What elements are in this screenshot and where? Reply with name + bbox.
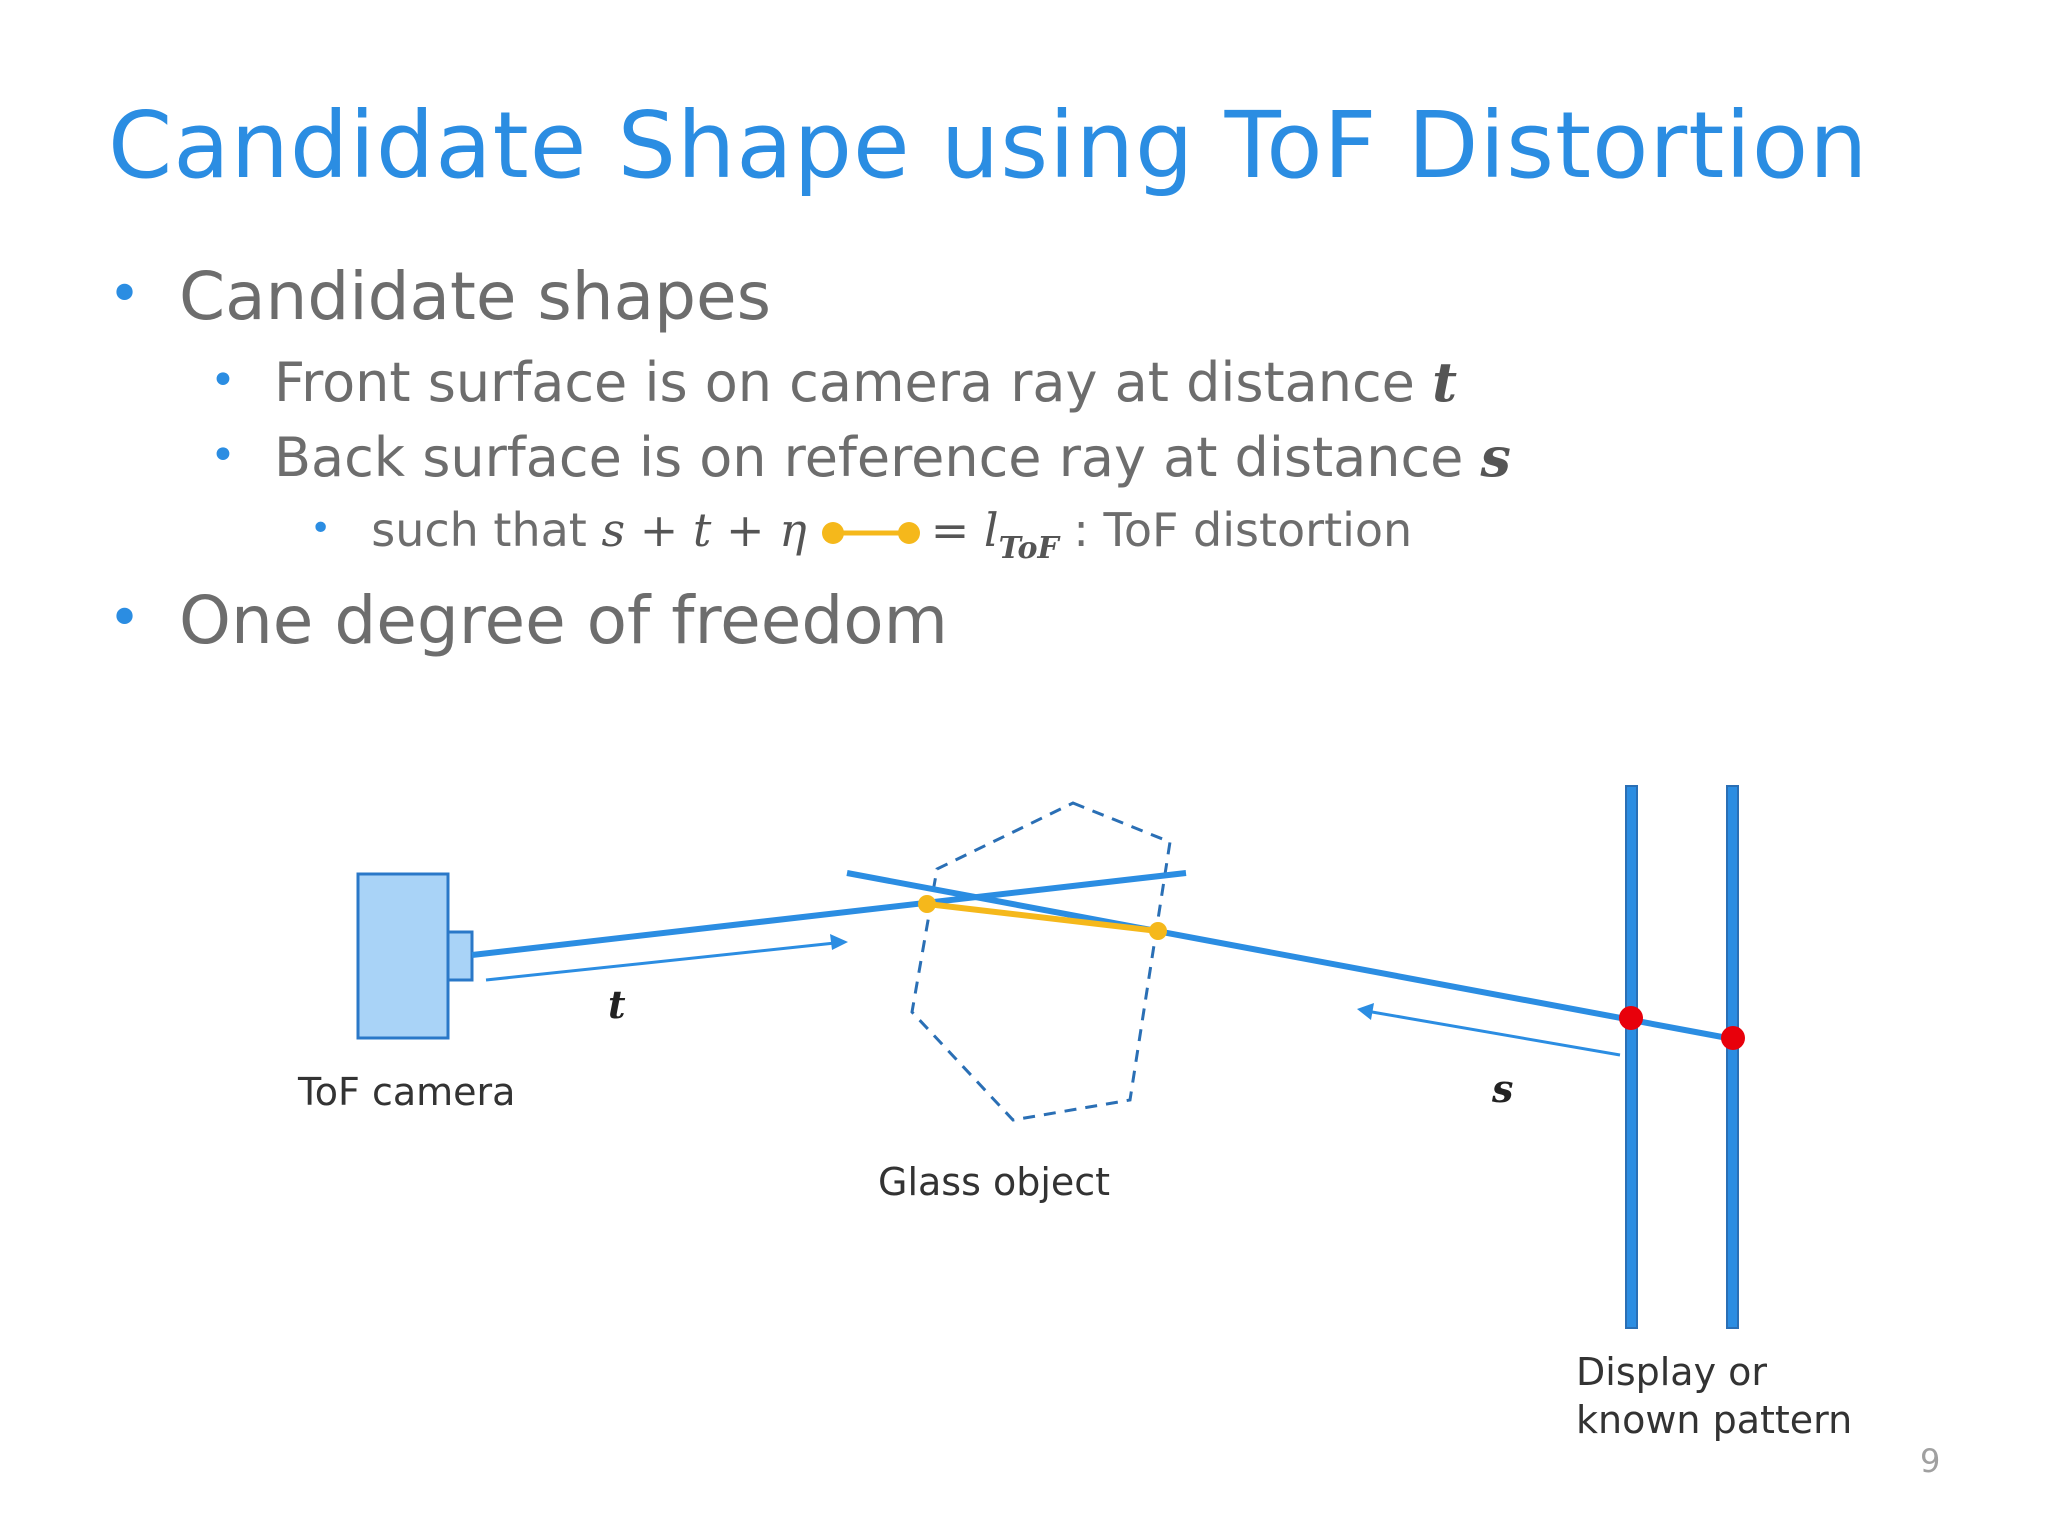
- bullet-dot: •: [108, 262, 142, 327]
- bullet-dot: •: [310, 508, 332, 549]
- bullet-dot: •: [210, 430, 236, 481]
- s-label: s: [1492, 1066, 1514, 1111]
- glass-object-outline: [910, 801, 1172, 1122]
- variable-t: t: [1432, 350, 1458, 414]
- display-plane-back: [1726, 785, 1739, 1329]
- bullet-candidate-shapes: • Candidate shapes: [108, 258, 771, 335]
- t-arrow-shaft: [485, 941, 836, 982]
- display-label-line1: Display or: [1576, 1350, 1768, 1394]
- bullet-dot: •: [108, 586, 142, 651]
- bullet-dot: •: [210, 355, 236, 406]
- camera-body: [356, 872, 450, 1040]
- front-surface-point: [918, 895, 936, 913]
- yellow-segment-icon: [821, 522, 920, 544]
- page-number: 9: [1920, 1442, 1941, 1480]
- bullet-front-surface: • Front surface is on camera ray at dista…: [210, 350, 1457, 414]
- equation-subscript: ToF: [998, 531, 1059, 566]
- display-intersection-back: [1721, 1026, 1745, 1050]
- t-label: t: [608, 982, 626, 1027]
- camera-ray: [471, 870, 1187, 958]
- equation-sum: s + t + η: [601, 503, 807, 557]
- variable-s: s: [1480, 425, 1511, 489]
- s-arrow-shaft: [1371, 1010, 1621, 1057]
- bullet-text: Front surface is on camera ray at distan…: [273, 351, 1433, 414]
- equation-l: l: [983, 503, 999, 557]
- s-arrow-head-icon: [1357, 1003, 1374, 1020]
- bullet-one-degree: • One degree of freedom: [108, 582, 948, 659]
- bullet-such-that: • such that s + t + η = lToF : ToF distort…: [310, 503, 1412, 566]
- camera-label: ToF camera: [298, 1070, 516, 1114]
- bullet-text-suffix: : ToF distortion: [1058, 503, 1413, 557]
- display-plane-front: [1625, 785, 1638, 1329]
- bullet-back-surface: • Back surface is on reference ray at dis…: [210, 425, 1511, 489]
- reference-ray: [846, 870, 1734, 1042]
- yellow-path-segment: [926, 901, 1159, 934]
- bullet-text: One degree of freedom: [179, 582, 948, 659]
- bullet-text: Candidate shapes: [179, 258, 771, 335]
- t-arrow-head-icon: [830, 934, 848, 950]
- equation-equals: =: [930, 503, 984, 557]
- bullet-text: such that: [371, 503, 602, 557]
- display-intersection-front: [1619, 1006, 1643, 1030]
- glass-label: Glass object: [878, 1160, 1111, 1204]
- camera-lens: [446, 930, 474, 982]
- back-surface-point: [1149, 922, 1167, 940]
- bullet-text: Back surface is on reference ray at dist…: [273, 426, 1481, 489]
- display-label-line2: known pattern: [1576, 1398, 1853, 1442]
- page-title: Candidate Shape using ToF Distortion: [108, 92, 1869, 199]
